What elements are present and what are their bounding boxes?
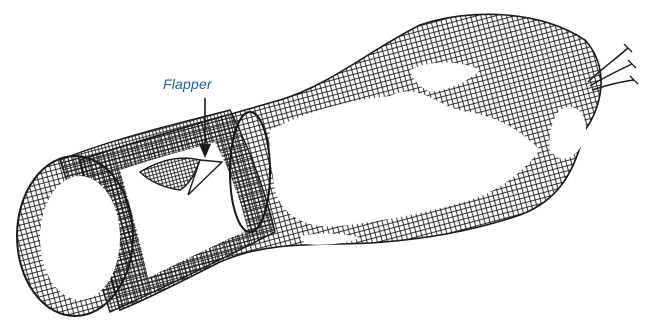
entrance-opening xyxy=(40,176,120,300)
